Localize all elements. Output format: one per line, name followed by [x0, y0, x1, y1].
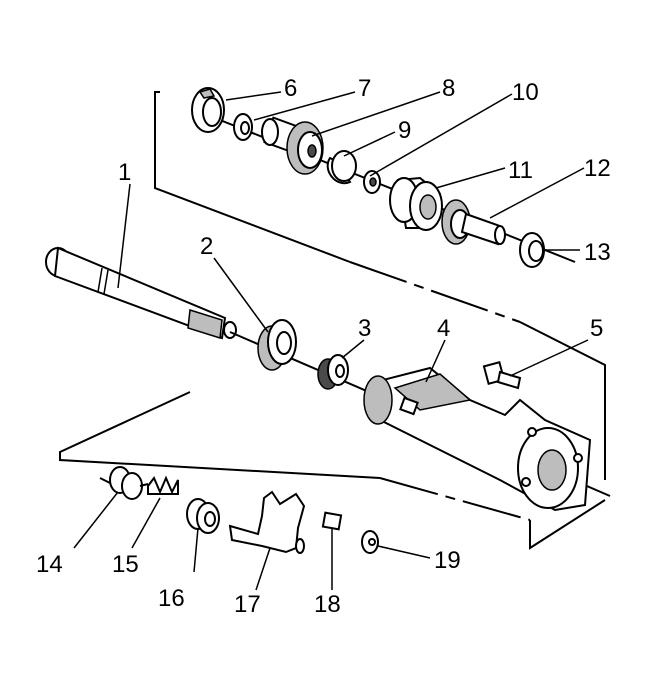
callout-1: 1	[118, 159, 131, 186]
end-snap-ring	[519, 232, 545, 268]
snap-ring-large	[191, 87, 225, 133]
upper-axis-line	[199, 111, 576, 263]
callout-4: 4	[437, 315, 450, 342]
lower-group-bracket	[59, 391, 606, 550]
callout-7: 7	[358, 75, 371, 102]
bearing	[389, 176, 443, 231]
callout-16: 16	[158, 585, 185, 612]
callout-14: 14	[36, 551, 63, 578]
detent-spring-seat	[99, 466, 149, 500]
small-ring	[233, 113, 253, 141]
open-snap-ring	[326, 150, 357, 185]
callout-12: 12	[584, 155, 611, 182]
callout-11: 11	[508, 157, 533, 184]
callout-13: 13	[584, 239, 611, 266]
callout-10: 10	[512, 79, 539, 106]
leader-lines	[73, 91, 589, 591]
callout-19: 19	[434, 547, 461, 574]
bolt	[482, 361, 522, 390]
callout-6: 6	[284, 75, 297, 102]
shift-fork	[228, 490, 306, 554]
callout-5: 5	[590, 315, 603, 342]
lower-bushing	[186, 498, 220, 534]
retaining-clip	[361, 530, 379, 554]
callout-15: 15	[112, 551, 139, 578]
upper-group-bracket	[154, 91, 606, 480]
gear-shaft	[441, 199, 506, 246]
callout-18: 18	[314, 591, 341, 618]
callout-8: 8	[442, 75, 455, 102]
pin	[321, 511, 343, 531]
housing	[363, 366, 592, 512]
callout-17: 17	[234, 591, 261, 618]
shaft-bearing	[257, 319, 297, 371]
main-shaft	[45, 246, 237, 340]
callout-2: 2	[200, 233, 213, 260]
callout-9: 9	[398, 117, 411, 144]
small-washer	[363, 170, 381, 194]
spring	[147, 475, 179, 495]
gear-with-hub	[261, 116, 324, 175]
bushing	[317, 354, 349, 390]
callout-3: 3	[358, 315, 371, 342]
